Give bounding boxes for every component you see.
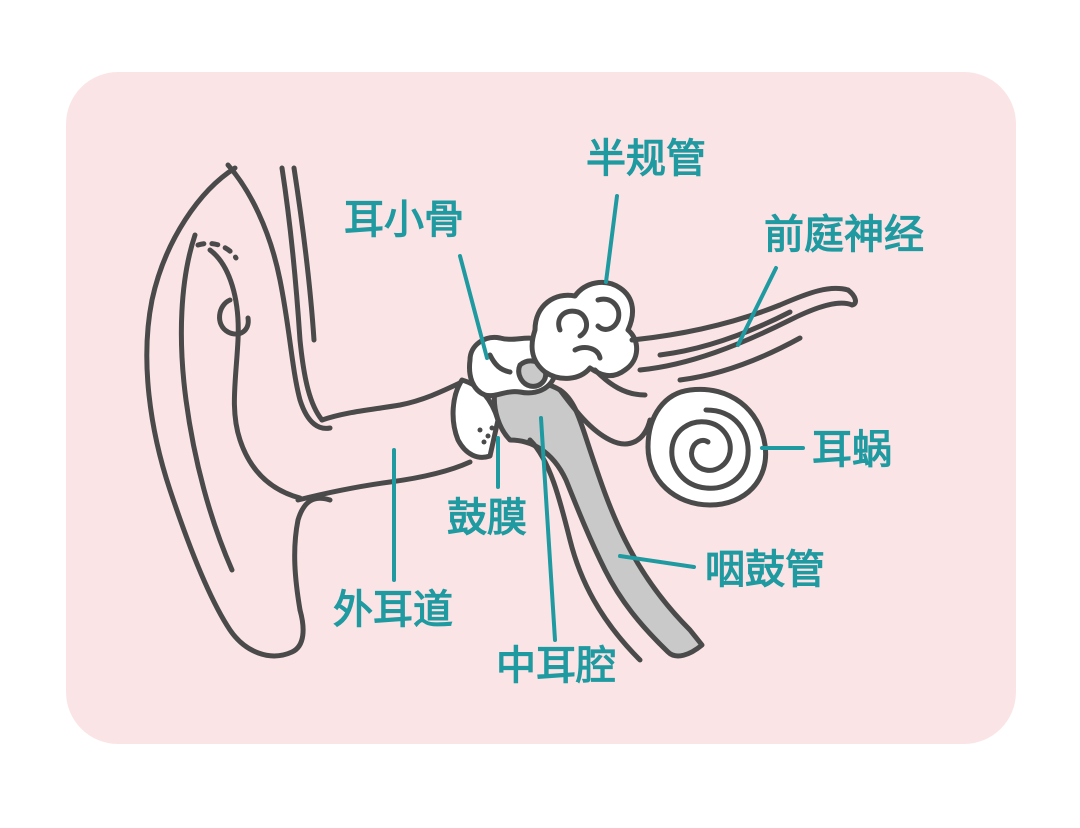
leader-ossicles [458, 254, 489, 360]
label-vestibular-nerve: 前庭神经 [764, 212, 924, 258]
semicircular-canals [529, 279, 640, 381]
label-semicircular-canals: 半规管 [586, 136, 706, 182]
label-eustachian-tube: 咽鼓管 [705, 547, 825, 593]
eustachian-tube [491, 379, 705, 663]
leader-semicircular-canals [604, 194, 619, 284]
label-eardrum: 鼓膜 [447, 495, 527, 541]
cochlea [645, 386, 769, 508]
leader-lines [392, 194, 805, 642]
leader-vestibular-nerve [736, 266, 778, 347]
label-ossicles: 耳小骨 [344, 197, 464, 243]
label-ear-canal: 外耳道 [333, 587, 453, 633]
ear-canal [295, 379, 473, 503]
label-cochlea: 耳蜗 [812, 427, 892, 473]
leader-eustachian-tube [618, 554, 696, 569]
label-middle-ear-cavity: 中耳腔 [496, 643, 616, 689]
vestibule [557, 367, 653, 447]
vestibular-nerve [629, 285, 858, 383]
auricle [144, 162, 333, 659]
leader-middle-ear-cavity [539, 416, 557, 642]
